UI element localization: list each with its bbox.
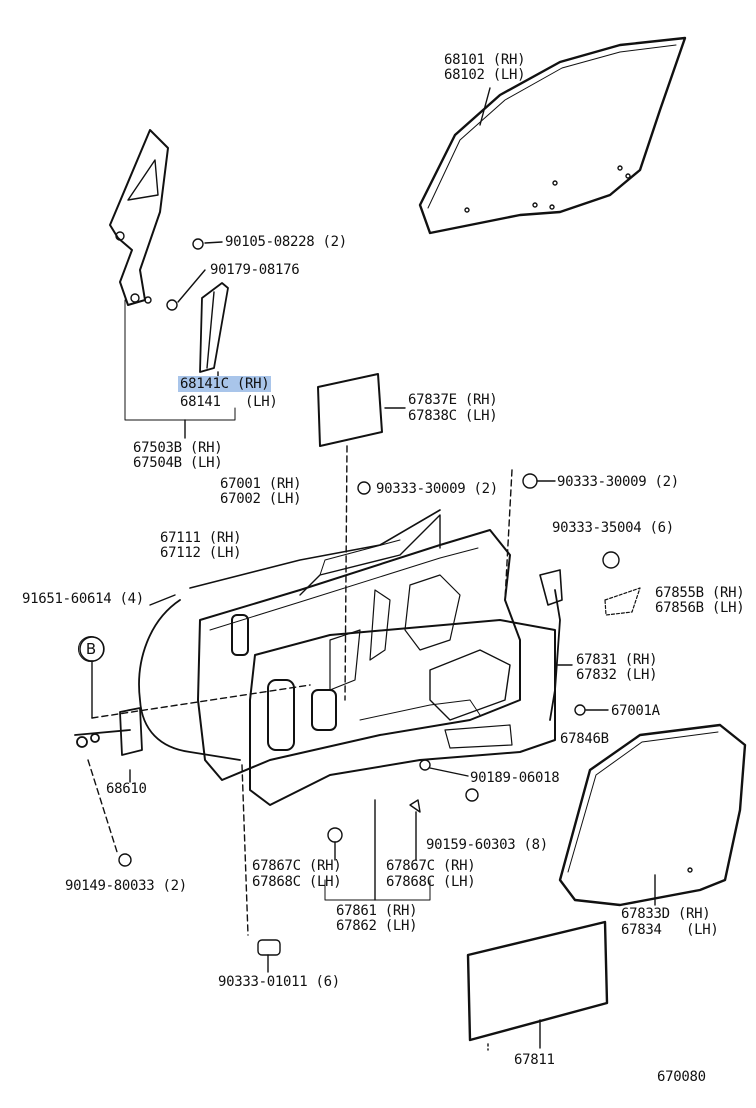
screw-90189: [419, 759, 431, 771]
window-frame: [299, 514, 441, 596]
label-68101: 68101 (RH): [444, 52, 526, 68]
label-90179: 90179-08176: [210, 262, 300, 278]
plug-90333-35004: [602, 551, 620, 569]
label-90105: 90105-08228 (2): [225, 234, 347, 250]
label-67868c-b: 67868C (LH): [386, 874, 476, 890]
bolt-90149: [118, 853, 132, 867]
label-67504b: 67504B (LH): [133, 455, 223, 471]
diagram-number: 670080: [657, 1069, 706, 1085]
label-67112: 67112 (LH): [160, 545, 242, 561]
clip-67867c: [327, 827, 343, 843]
partition-assembly: [109, 129, 169, 306]
label-67503b: 67503B (RH): [133, 440, 223, 456]
sound-pad-67811: [466, 920, 609, 1042]
label-67002: 67002 (LH): [220, 491, 302, 507]
plug-90333-30009-a: [357, 481, 371, 495]
label-67001a: 67001A: [611, 703, 660, 719]
armrest-cover: [604, 587, 641, 616]
weatherstrip-68141: [199, 282, 229, 373]
bolt-90105: [192, 238, 204, 250]
label-67867c-a: 67867C (RH): [252, 858, 342, 874]
label-68610: 68610: [106, 781, 147, 797]
door-glass: [418, 36, 687, 235]
nut-90179: [166, 299, 178, 311]
clip-90159: [465, 788, 479, 802]
label-90149: 90149-80033 (2): [65, 878, 187, 894]
label-67861: 67861 (RH): [336, 903, 418, 919]
label-90189: 90189-06018: [470, 770, 560, 786]
leader-68101: [479, 87, 491, 126]
label-90333-30009-a: 90333-30009 (2): [376, 481, 498, 497]
trim-board: [249, 619, 556, 806]
plug-90333-30009-b: [522, 473, 538, 489]
label-67846b: 67846B: [560, 731, 609, 747]
reference-b-marker: B: [78, 636, 104, 662]
weatherstrip-67861: [138, 599, 241, 761]
door-hinge: [74, 707, 143, 756]
label-67831: 67831 (RH): [576, 652, 658, 668]
label-67856b: 67856B (LH): [655, 600, 745, 616]
label-67867c-b: 67867C (RH): [386, 858, 476, 874]
label-67868c-a: 67868C (LH): [252, 874, 342, 890]
label-67832: 67832 (LH): [576, 667, 658, 683]
label-91651: 91651-60614 (4): [22, 591, 144, 607]
label-67111: 67111 (RH): [160, 530, 242, 546]
plug-90333-01011: [257, 939, 281, 956]
label-67855b: 67855B (RH): [655, 585, 745, 601]
label-67838c: 67838C (LH): [408, 408, 498, 424]
label-67833d: 67833D (RH): [621, 906, 711, 922]
door-panel: [197, 529, 521, 781]
label-67862: 67862 (LH): [336, 918, 418, 934]
label-68141c-highlighted[interactable]: 68141C (RH): [178, 376, 272, 392]
label-90333-01011: 90333-01011 (6): [218, 974, 340, 990]
clip-67001a: [574, 704, 586, 716]
door-trim-panel: [558, 723, 747, 907]
label-67811: 67811: [514, 1052, 555, 1068]
label-68141: 68141 (LH): [180, 394, 278, 410]
label-90159: 90159-60303 (8): [426, 837, 548, 853]
label-90333-35004: 90333-35004 (6): [552, 520, 674, 536]
label-67001: 67001 (RH): [220, 476, 302, 492]
label-68102: 68102 (LH): [444, 67, 526, 83]
label-67837e: 67837E (RH): [408, 392, 498, 408]
label-67834: 67834 (LH): [621, 922, 719, 938]
label-90333-30009-b: 90333-30009 (2): [557, 474, 679, 490]
service-hole-cover: [317, 373, 383, 447]
